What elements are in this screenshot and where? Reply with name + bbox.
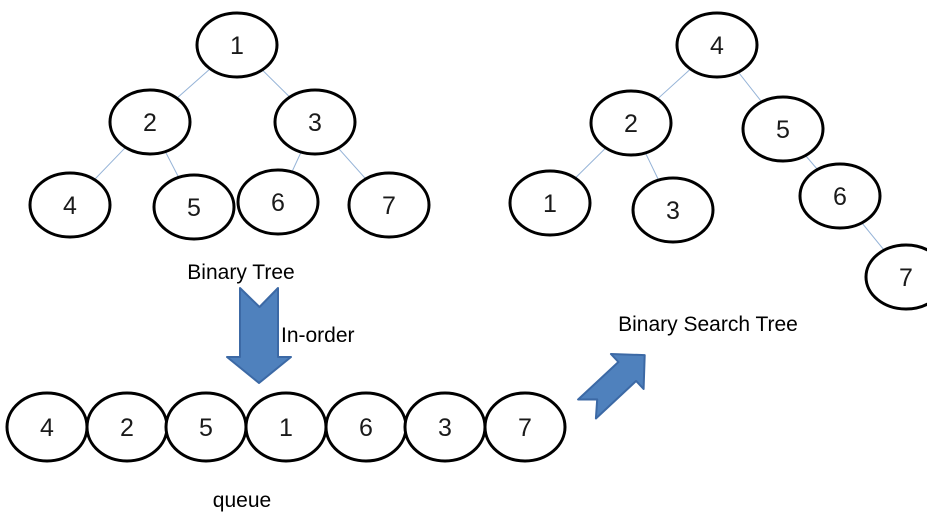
bst-node — [675, 11, 759, 79]
binary-tree-node — [347, 171, 431, 239]
binary-tree-node — [108, 88, 192, 156]
binary-tree-node — [195, 11, 279, 79]
bst-node-value: 7 — [899, 264, 913, 292]
build-bst-arrow-icon — [577, 353, 646, 420]
bst-node-value: 1 — [543, 190, 557, 218]
bst-node-value: 6 — [833, 183, 847, 211]
bst-node — [631, 176, 715, 244]
queue-node-value: 4 — [40, 414, 54, 442]
binary-tree-node-value: 4 — [63, 192, 77, 220]
bst-node — [741, 95, 825, 163]
binary-search-tree-label: Binary Search Tree — [618, 313, 798, 336]
bst-node-value: 3 — [666, 197, 680, 225]
binary-tree-node-value: 6 — [271, 189, 285, 217]
queue-label: queue — [212, 489, 272, 512]
queue-node-value: 3 — [438, 414, 452, 442]
bst-node-value: 4 — [710, 32, 724, 60]
queue-node-value: 5 — [199, 414, 213, 442]
bst-node-value: 5 — [776, 116, 790, 144]
queue-node-value: 7 — [518, 414, 532, 442]
binary-tree-node — [152, 173, 236, 241]
bst-node — [589, 89, 673, 157]
queue-node — [483, 391, 567, 463]
binary-tree-node — [273, 88, 357, 156]
tree-nodes: 1 2 3 4 5 6 7 4 2 5 1 3 6 7 4 2 5 1 6 3 7 — [5, 11, 927, 463]
inorder-label: In-order — [281, 324, 355, 347]
binary-tree-node-value: 5 — [187, 194, 201, 222]
bst-node — [864, 243, 927, 311]
inorder-arrow-icon — [226, 287, 292, 384]
bst-node — [508, 169, 592, 237]
binary-tree-node-value: 2 — [143, 109, 157, 137]
queue-node-value: 6 — [359, 414, 373, 442]
binary-tree-node-value: 7 — [382, 192, 396, 220]
binary-tree-node — [236, 168, 320, 236]
binary-tree-node-value: 3 — [308, 109, 322, 137]
binary-tree-node-value: 1 — [230, 32, 244, 60]
bst-node-value: 2 — [624, 110, 638, 138]
bst-node — [798, 162, 882, 230]
binary-tree-label: Binary Tree — [187, 261, 295, 284]
queue-node-value: 2 — [120, 414, 134, 442]
binary-tree-node — [28, 171, 112, 239]
queue-node-value: 1 — [279, 414, 293, 442]
